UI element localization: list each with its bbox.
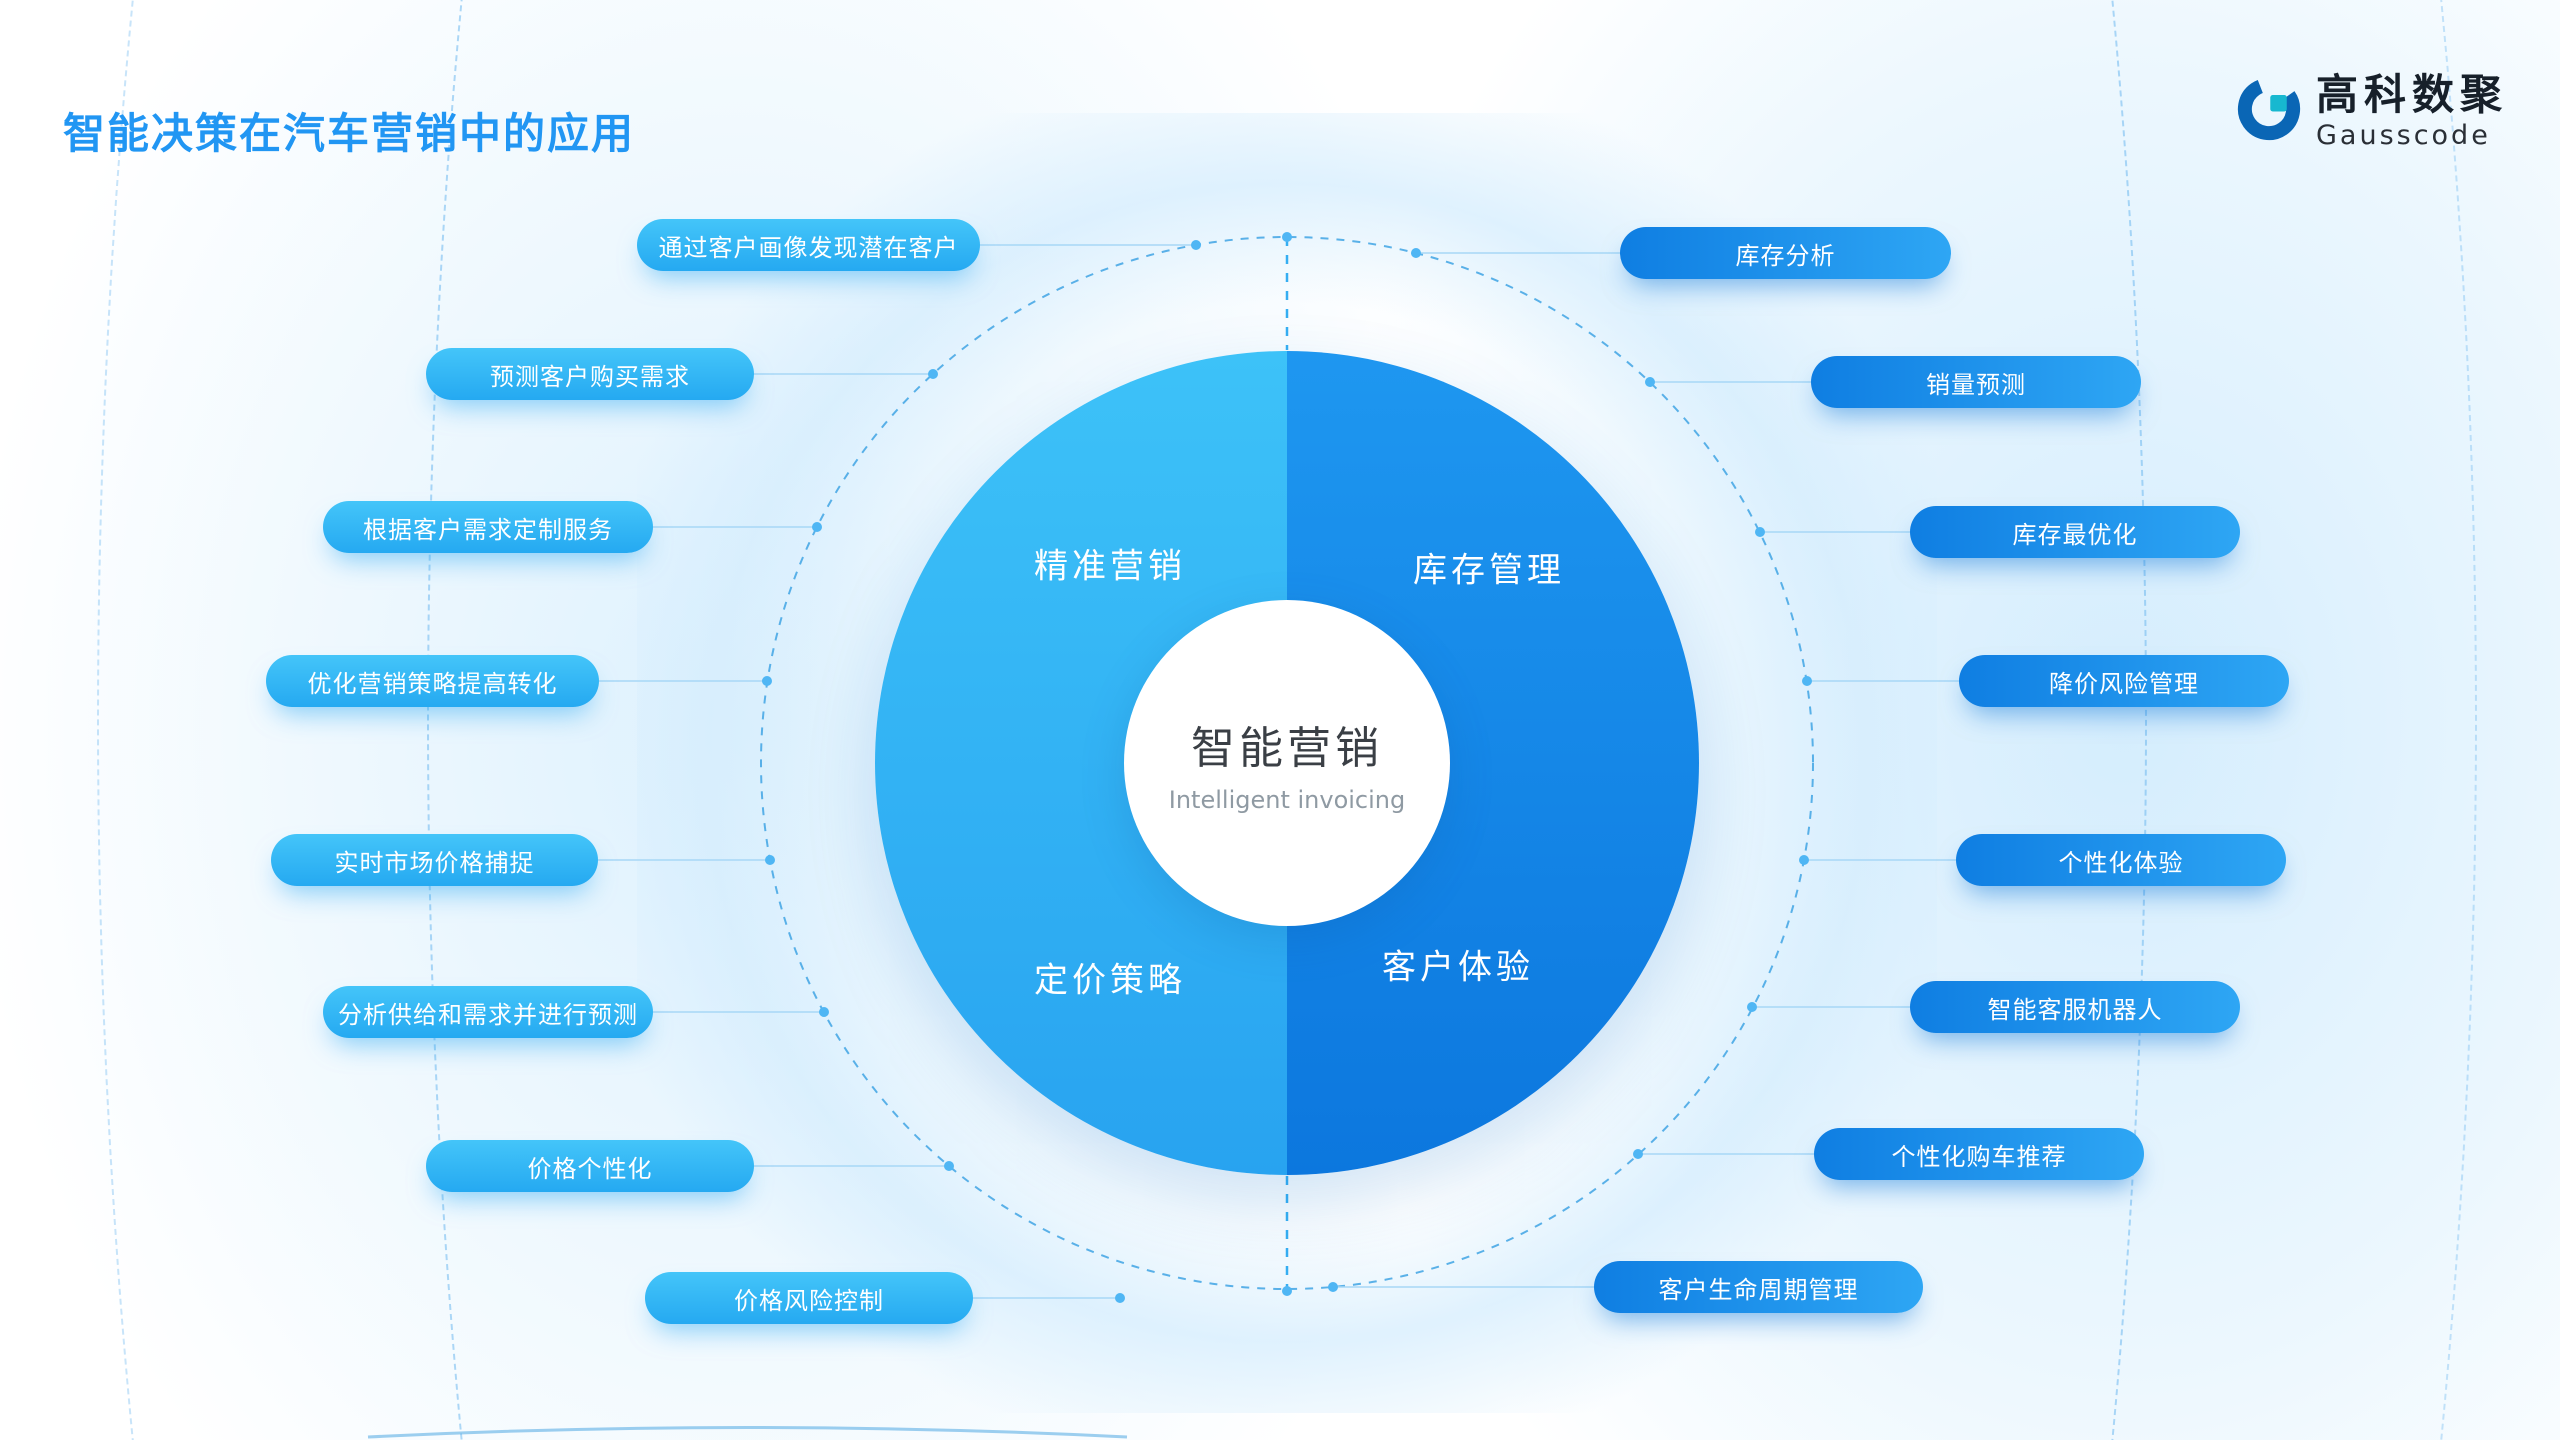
pill-price-personalization: 价格个性化 (426, 1140, 754, 1192)
quadrant-pricing-strategy: 定价策略 (1034, 960, 1186, 1001)
brand-name-en: Gausscode (2315, 120, 2491, 152)
pill-optimize-marketing-strategy: 优化营销策略提高转化 (266, 655, 599, 707)
quadrant-precision-marketing: 精准营销 (1034, 546, 1186, 587)
center-subtitle: Intelligent invoicing (1168, 786, 1406, 814)
brand-name: 高科数聚 (2315, 70, 2508, 119)
quadrant-inventory-management: 库存管理 (1413, 550, 1565, 591)
quadrant-customer-experience: 客户体验 (1382, 947, 1534, 988)
pill-inventory-optimization: 库存最优化 (1910, 506, 2240, 558)
page-title: 智能决策在汽车营销中的应用 (63, 109, 636, 158)
pill-customer-lifecycle: 客户生命周期管理 (1594, 1261, 1923, 1313)
center-badge: 智能营销 Intelligent invoicing (1124, 600, 1450, 926)
bottom-arc (367, 1426, 1128, 1439)
pill-personalized-experience: 个性化体验 (1956, 834, 2286, 886)
pill-sales-forecast: 销量预测 (1811, 356, 2141, 408)
brand-logo: 高科数聚 Gausscode (2236, 70, 2508, 152)
pill-inventory-analysis: 库存分析 (1620, 227, 1951, 279)
center-title: 智能营销 (1191, 723, 1383, 774)
pill-markdown-risk-management: 降价风险管理 (1959, 655, 2289, 707)
pill-supply-demand-forecast: 分析供给和需求并进行预测 (323, 986, 653, 1038)
pill-personalized-car-recommend: 个性化购车推荐 (1814, 1128, 2144, 1180)
brand-text: 高科数聚 Gausscode (2315, 70, 2508, 152)
logo-icon (2237, 77, 2301, 141)
pill-smart-service-robot: 智能客服机器人 (1910, 981, 2240, 1033)
pill-price-risk-control: 价格风险控制 (645, 1272, 973, 1324)
pill-customized-service: 根据客户需求定制服务 (323, 501, 653, 553)
pill-predict-purchase-demand: 预测客户购买需求 (426, 348, 754, 400)
pill-discover-potential-customers: 通过客户画像发现潜在客户 (637, 219, 980, 271)
pill-realtime-price-capture: 实时市场价格捕捉 (271, 834, 598, 886)
